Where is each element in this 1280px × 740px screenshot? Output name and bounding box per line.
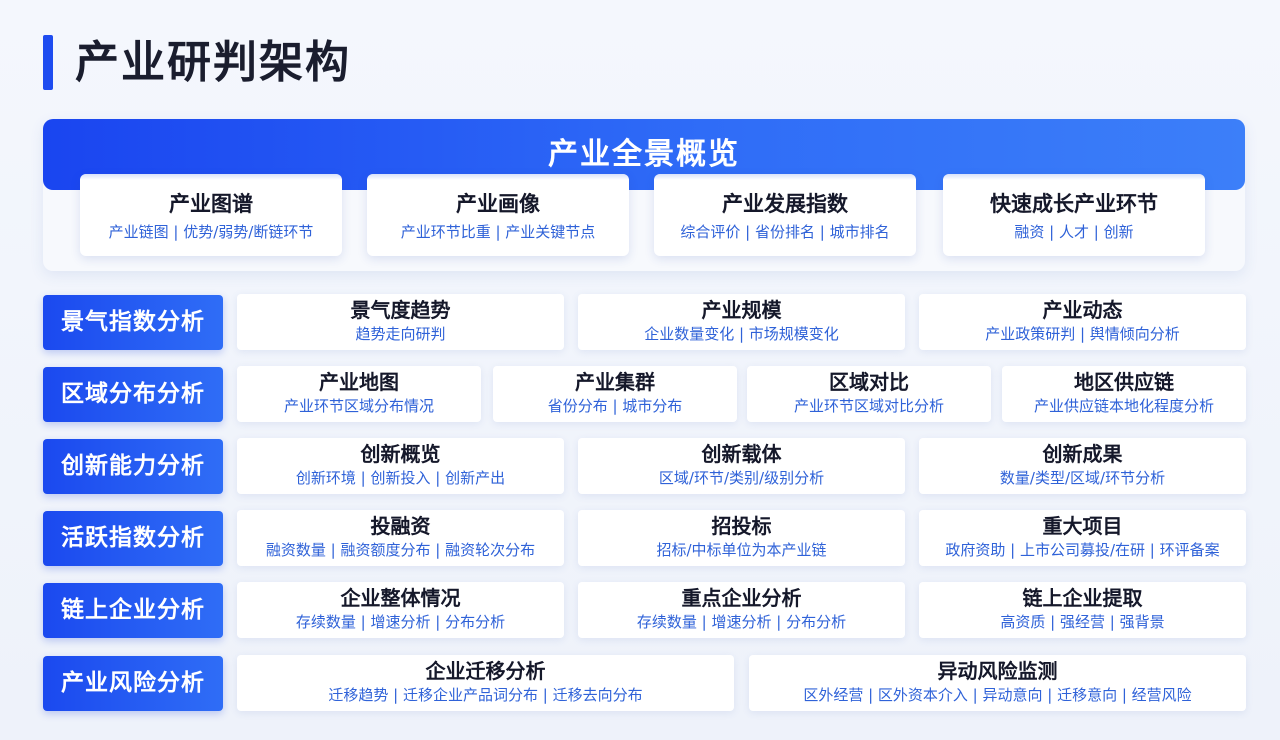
- card-subtitle: 产业环节比重 | 产业关键节点: [400, 223, 596, 241]
- item-title: 区域对比: [829, 370, 909, 394]
- item-subtitle: 企业数量变化 | 市场规模变化: [644, 325, 839, 343]
- item-title: 创新载体: [701, 442, 782, 466]
- item-enterprise-migration[interactable]: 企业迁移分析 迁移趋势 | 迁移企业产品词分布 | 迁移去向分布: [237, 655, 734, 711]
- item-anomaly-risk-monitor[interactable]: 异动风险监测 区外经营 | 区外资本介入 | 异动意向 | 迁移意向 | 经营风…: [749, 655, 1246, 711]
- overview-card-fast-growth[interactable]: 快速成长产业环节 融资 | 人才 | 创新: [943, 174, 1205, 256]
- item-title: 产业动态: [1042, 298, 1123, 322]
- card-subtitle: 融资 | 人才 | 创新: [1014, 223, 1134, 241]
- item-subtitle: 高资质 | 强经营 | 强背景: [1000, 613, 1165, 631]
- item-title: 产业规模: [701, 298, 782, 322]
- row-label-risk[interactable]: 产业风险分析: [43, 656, 223, 711]
- item-innovation-carrier[interactable]: 创新载体 区域/环节/类别/级别分析: [578, 438, 905, 494]
- item-title: 产业集群: [575, 370, 655, 394]
- item-subtitle: 存续数量 | 增速分析 | 分布分析: [636, 613, 847, 631]
- item-title: 产业地图: [319, 370, 399, 394]
- item-subtitle: 创新环境 | 创新投入 | 创新产出: [295, 469, 506, 487]
- overview-title: 产业全景概览: [548, 137, 740, 172]
- item-chain-enterprise-extract[interactable]: 链上企业提取 高资质 | 强经营 | 强背景: [919, 582, 1246, 638]
- card-title: 产业发展指数: [722, 192, 848, 216]
- item-title: 重点企业分析: [681, 586, 802, 610]
- item-subtitle: 存续数量 | 增速分析 | 分布分析: [295, 613, 506, 631]
- item-industry-map[interactable]: 产业地图 产业环节区域分布情况: [237, 366, 481, 422]
- item-key-enterprises[interactable]: 重点企业分析 存续数量 | 增速分析 | 分布分析: [578, 582, 905, 638]
- card-title: 产业图谱: [169, 192, 253, 216]
- item-industry-dynamics[interactable]: 产业动态 产业政策研判 | 舆情倾向分析: [919, 294, 1246, 350]
- page-title: 产业研判架构: [75, 37, 351, 88]
- item-subtitle: 融资数量 | 融资额度分布 | 融资轮次分布: [265, 541, 536, 559]
- item-bidding[interactable]: 招投标 招标/中标单位为本产业链: [578, 510, 905, 566]
- item-title: 地区供应链: [1074, 370, 1174, 394]
- item-title: 招投标: [711, 514, 772, 538]
- item-regional-compare[interactable]: 区域对比 产业环节区域对比分析: [747, 366, 991, 422]
- overview-card-industry-portrait[interactable]: 产业画像 产业环节比重 | 产业关键节点: [367, 174, 629, 256]
- item-subtitle: 趋势走向研判: [355, 325, 446, 343]
- item-enterprise-overall[interactable]: 企业整体情况 存续数量 | 增速分析 | 分布分析: [237, 582, 564, 638]
- item-investment-financing[interactable]: 投融资 融资数量 | 融资额度分布 | 融资轮次分布: [237, 510, 564, 566]
- card-subtitle: 产业链图 | 优势/弱势/断链环节: [108, 223, 314, 241]
- card-subtitle: 综合评价 | 省份排名 | 城市排名: [680, 223, 890, 241]
- item-innovation-results[interactable]: 创新成果 数量/类型/区域/环节分析: [919, 438, 1246, 494]
- item-subtitle: 产业政策研判 | 舆情倾向分析: [985, 325, 1180, 343]
- item-title: 创新成果: [1042, 442, 1123, 466]
- row-label-prosperity[interactable]: 景气指数分析: [43, 295, 223, 350]
- item-prosperity-trend[interactable]: 景气度趋势 趋势走向研判: [237, 294, 564, 350]
- item-title: 链上企业提取: [1022, 586, 1143, 610]
- item-title: 企业整体情况: [340, 586, 461, 610]
- card-title: 快速成长产业环节: [990, 192, 1158, 216]
- item-title: 异动风险监测: [937, 659, 1058, 683]
- item-subtitle: 产业环节区域分布情况: [283, 397, 434, 415]
- item-subtitle: 区外经营 | 区外资本介入 | 异动意向 | 迁移意向 | 经营风险: [803, 686, 1192, 704]
- item-subtitle: 区域/环节/类别/级别分析: [658, 469, 825, 487]
- title-accent-bar: [43, 35, 53, 90]
- item-regional-supply-chain[interactable]: 地区供应链 产业供应链本地化程度分析: [1002, 366, 1246, 422]
- item-title: 重大项目: [1042, 514, 1123, 538]
- item-subtitle: 迁移趋势 | 迁移企业产品词分布 | 迁移去向分布: [328, 686, 643, 704]
- item-subtitle: 产业供应链本地化程度分析: [1033, 397, 1214, 415]
- item-title: 企业迁移分析: [425, 659, 546, 683]
- overview-section: 产业全景概览 产业图谱 产业链图 | 优势/弱势/断链环节 产业画像 产业环节比…: [43, 119, 1245, 271]
- item-subtitle: 省份分布 | 城市分布: [547, 397, 683, 415]
- item-subtitle: 招标/中标单位为本产业链: [656, 541, 827, 559]
- row-label-innovation[interactable]: 创新能力分析: [43, 439, 223, 494]
- item-subtitle: 政府资助 | 上市公司募投/在研 | 环评备案: [945, 541, 1220, 559]
- card-title: 产业画像: [456, 192, 540, 216]
- item-innovation-overview[interactable]: 创新概览 创新环境 | 创新投入 | 创新产出: [237, 438, 564, 494]
- item-industry-cluster[interactable]: 产业集群 省份分布 | 城市分布: [493, 366, 737, 422]
- item-industry-scale[interactable]: 产业规模 企业数量变化 | 市场规模变化: [578, 294, 905, 350]
- item-title: 投融资: [370, 514, 431, 538]
- item-title: 创新概览: [360, 442, 441, 466]
- row-label-activity[interactable]: 活跃指数分析: [43, 511, 223, 566]
- item-subtitle: 产业环节区域对比分析: [793, 397, 944, 415]
- overview-card-industry-map[interactable]: 产业图谱 产业链图 | 优势/弱势/断链环节: [80, 174, 342, 256]
- overview-card-development-index[interactable]: 产业发展指数 综合评价 | 省份排名 | 城市排名: [654, 174, 916, 256]
- row-label-chain-enterprises[interactable]: 链上企业分析: [43, 583, 223, 638]
- row-label-regional[interactable]: 区域分布分析: [43, 367, 223, 422]
- item-subtitle: 数量/类型/区域/环节分析: [999, 469, 1166, 487]
- item-major-projects[interactable]: 重大项目 政府资助 | 上市公司募投/在研 | 环评备案: [919, 510, 1246, 566]
- item-title: 景气度趋势: [350, 298, 451, 322]
